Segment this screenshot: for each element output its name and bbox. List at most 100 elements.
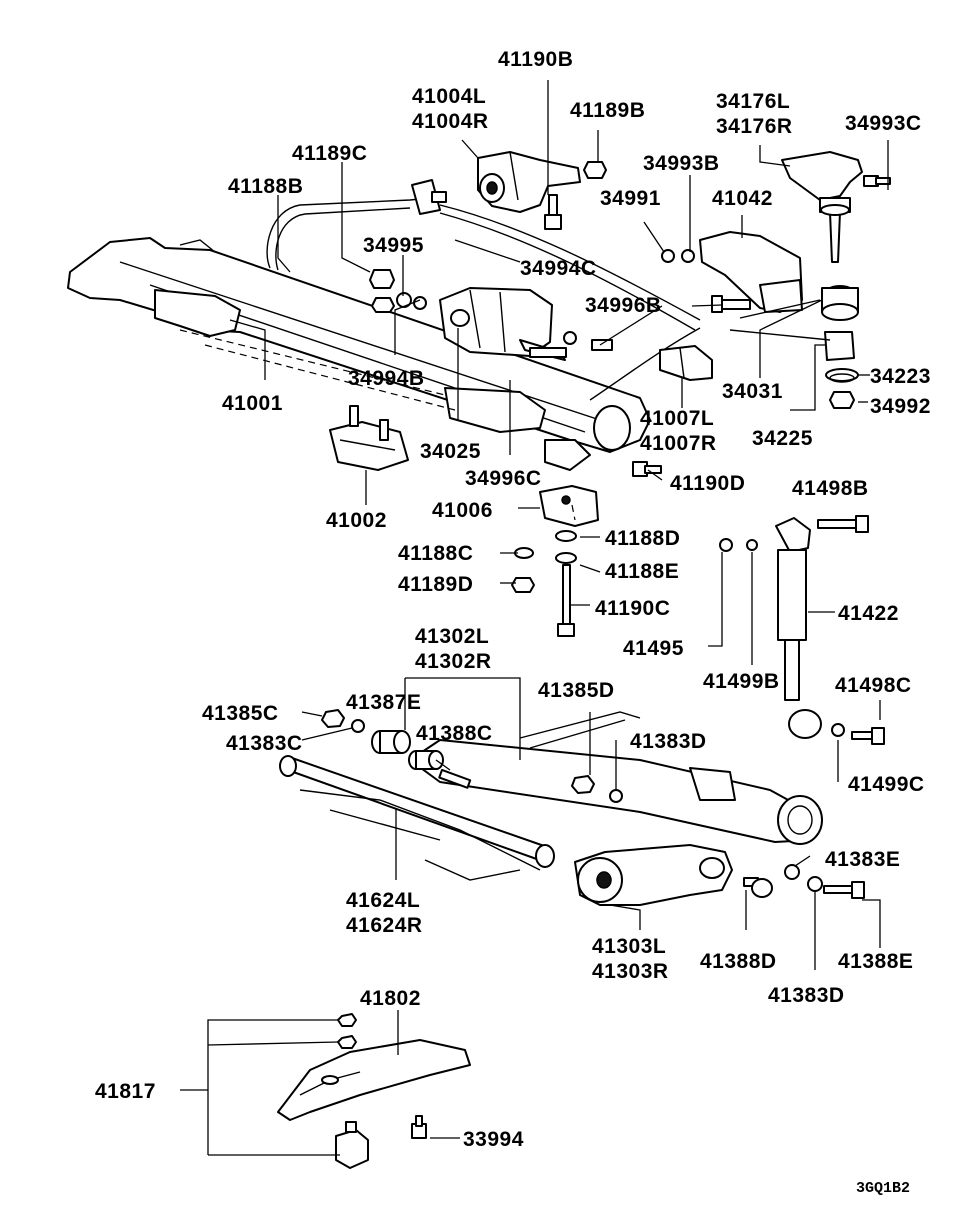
label-41002: 41002 <box>326 509 387 532</box>
label-41189B: 41189B <box>570 99 645 122</box>
nut-41189B <box>583 161 607 179</box>
shock-absorber-41422 <box>775 517 822 739</box>
bolt-34996B <box>711 295 751 313</box>
bolt-41388D <box>743 877 773 898</box>
label-41006: 41006 <box>432 499 493 522</box>
label-41188D: 41188D <box>605 527 680 550</box>
label-41189C: 41189C <box>292 142 367 165</box>
lower-arm-41303 <box>574 844 733 906</box>
label-34225: 34225 <box>752 427 813 450</box>
label-41802: 41802 <box>360 987 421 1010</box>
bolt-34993C <box>863 175 891 187</box>
label-34991: 34991 <box>600 187 661 210</box>
label-34996C: 34996C <box>465 467 542 490</box>
label-41383C: 41383C <box>226 732 303 755</box>
bushing-41388C <box>408 750 472 789</box>
mount-41817 <box>335 1121 369 1169</box>
label-41188C: 41188C <box>398 542 473 565</box>
label-41495: 41495 <box>623 637 684 660</box>
bolt-41498B <box>817 515 869 533</box>
bolt-41190B <box>544 194 562 230</box>
label-41388E: 41388E <box>838 950 913 973</box>
label-34993C: 34993C <box>845 112 922 135</box>
label-41624L: 41624L <box>346 889 420 912</box>
label-41042: 41042 <box>712 187 773 210</box>
bushing-34031 <box>821 285 859 321</box>
label-41190C: 41190C <box>595 597 670 620</box>
bolt-41190C <box>557 564 575 637</box>
bolt-34996B-lower <box>591 339 613 351</box>
bolt-33994 <box>411 1115 427 1139</box>
bracket-41006 <box>539 485 599 527</box>
mount-41002 <box>329 405 409 471</box>
crossmember-41001 <box>67 237 651 471</box>
label-34993B: 34993B <box>643 152 720 175</box>
label-41422: 41422 <box>838 602 899 625</box>
label-41007L: 41007L <box>640 407 714 430</box>
label-34995: 34995 <box>363 234 424 257</box>
bolt-41498C <box>851 727 885 745</box>
upper-arm-34176 <box>781 151 863 263</box>
bolt-41190D <box>632 461 662 477</box>
bolt-34996C <box>529 347 567 358</box>
spring-34223 <box>825 368 859 383</box>
label-41498B: 41498B <box>792 477 869 500</box>
label-41302L: 41302L <box>415 625 489 648</box>
axle-beam <box>409 711 823 845</box>
nut-34995 <box>369 269 395 289</box>
label-41004L: 41004L <box>412 85 486 108</box>
nut-41385C <box>321 709 345 728</box>
link-41624 <box>279 755 555 868</box>
label-41190D: 41190D <box>670 472 745 495</box>
label-41303R: 41303R <box>592 960 669 983</box>
label-34223: 34223 <box>870 365 931 388</box>
nut-41385D <box>571 775 595 794</box>
washers-41188 <box>511 530 577 593</box>
nut-41189C <box>371 297 395 313</box>
label-34176L: 34176L <box>716 90 790 113</box>
label-34031: 34031 <box>722 380 783 403</box>
leader-lines <box>180 80 889 1156</box>
label-34176R: 34176R <box>716 115 793 138</box>
label-41303L: 41303L <box>592 935 666 958</box>
label-34994B: 34994B <box>348 367 425 390</box>
bracket-41802 <box>277 1039 471 1121</box>
bolt-41388E <box>823 881 865 899</box>
bracket-41004 <box>477 151 581 213</box>
label-41498C: 41498C <box>835 674 912 697</box>
label-33994: 33994 <box>463 1128 524 1151</box>
part-labels: 41190B 41004L 41004R 41189B 34176L 34176… <box>95 48 931 1151</box>
bushing-41387E <box>371 730 411 754</box>
label-41188E: 41188E <box>605 560 679 583</box>
label-41007R: 41007R <box>640 432 717 455</box>
label-41001: 41001 <box>222 392 283 415</box>
label-34994C: 34994C <box>520 257 597 280</box>
label-41383D-bottom: 41383D <box>768 984 845 1007</box>
label-41499C: 41499C <box>848 773 925 796</box>
label-34992: 34992 <box>870 395 931 418</box>
label-41388D: 41388D <box>700 950 777 973</box>
label-41383E: 41383E <box>825 848 900 871</box>
diagram-code: 3GQ1B2 <box>856 1180 910 1197</box>
stabilizer-clamp <box>411 179 447 215</box>
label-41624R: 41624R <box>346 914 423 937</box>
label-41385D: 41385D <box>538 679 615 702</box>
label-41189D: 41189D <box>398 573 473 596</box>
bolt-34993B <box>681 249 695 263</box>
label-34025: 34025 <box>420 440 481 463</box>
label-41817: 41817 <box>95 1080 156 1103</box>
bushing-34225 <box>824 331 855 361</box>
bracket-41007 <box>659 345 713 381</box>
label-41302R: 41302R <box>415 650 492 673</box>
label-41387E: 41387E <box>346 691 421 714</box>
label-41499B: 41499B <box>703 670 780 693</box>
washer-34991 <box>661 249 675 263</box>
label-41190B: 41190B <box>498 48 573 71</box>
label-41388C: 41388C <box>416 722 493 745</box>
label-34996B: 34996B <box>585 294 662 317</box>
label-41188B: 41188B <box>228 175 303 198</box>
bracket-41042 <box>699 231 803 313</box>
label-41383D-top: 41383D <box>630 730 707 753</box>
